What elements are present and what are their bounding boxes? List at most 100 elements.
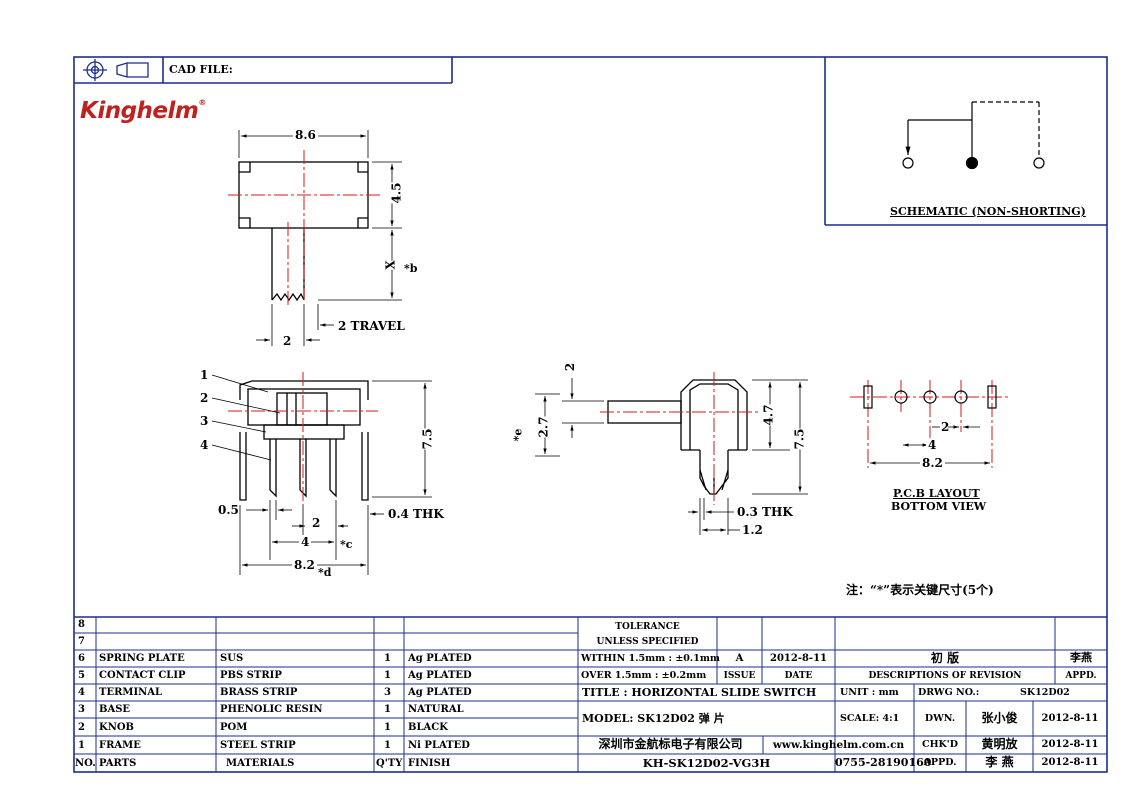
note-e: *e: [511, 428, 525, 442]
descriptions-label: DESCRIPTIONS OF REVISION: [868, 671, 1022, 681]
dim-side-thickness: 0.3 THK: [737, 505, 793, 519]
date-label: DATE: [784, 671, 813, 681]
company-phone: 0755-28190160: [835, 756, 932, 769]
revision-description: 初 版: [930, 651, 960, 665]
brand-logo: Kinghelm®: [80, 98, 206, 124]
cell-finish: BLACK: [408, 722, 448, 733]
pcb-subtitle: BOTTOM VIEW: [891, 500, 987, 513]
header-finish: FINISH: [408, 758, 451, 769]
cell-qty: 1: [384, 722, 391, 733]
cell-material: STEEL STRIP: [220, 740, 296, 751]
scale: SCALE: 4:1: [840, 713, 900, 724]
dim-travel: 2 TRAVEL: [338, 319, 405, 333]
dim-pcb-pitch: 2: [941, 420, 950, 434]
cell-no: 5: [78, 670, 85, 681]
cell-material: PBS STRIP: [220, 670, 282, 681]
sheet-frame: [73, 56, 1108, 773]
checked-date: 2012-8-11: [1041, 739, 1099, 750]
revision-approver: 李燕: [1070, 651, 1092, 664]
cell-material: PHENOLIC RESIN: [220, 704, 323, 715]
dim-lever-width: 2: [283, 334, 292, 348]
appd-label: APPD.: [1065, 671, 1097, 681]
parts-table-grid: [74, 617, 579, 772]
schematic-title: SCHEMATIC (NON-SHORTING): [890, 205, 1086, 218]
dim-front-height: 7.5: [420, 428, 435, 450]
dim-pcb-span-4: 4: [926, 438, 939, 452]
dim-pitch: 2: [312, 516, 321, 530]
header-materials: MATERIALS: [226, 758, 295, 769]
drawn-label: DWN.: [924, 713, 956, 724]
cell-no: 2: [78, 722, 85, 733]
drawing-number: SK12D02: [1020, 687, 1070, 698]
issue-label: ISSUE: [723, 671, 756, 681]
model: MODEL: SK12D02 弹 片: [582, 712, 725, 725]
dim-side-4-7: 4.7: [761, 404, 776, 426]
note-c: *c: [340, 538, 353, 551]
cell-finish: Ag PLATED: [408, 670, 472, 681]
issue-value: A: [735, 653, 744, 664]
cell-qty: 1: [384, 704, 391, 715]
cell-material: BRASS STRIP: [220, 687, 298, 698]
cell-qty: 1: [384, 670, 391, 681]
note-b: *b: [404, 262, 418, 275]
cell-part: FRAME: [99, 740, 141, 751]
drawn-date: 2012-8-11: [1041, 713, 1099, 724]
cell-part: SPRING PLATE: [99, 653, 185, 664]
checked-label: CHK'D: [922, 739, 958, 750]
dim-side-1-2: 1.2: [742, 523, 763, 537]
cell-part: BASE: [99, 704, 131, 715]
cell-no: 3: [78, 704, 85, 715]
dim-top-height: 4.5: [389, 182, 404, 204]
schematic-diagram: [902, 101, 1045, 170]
cad-file-label: CAD FILE:: [169, 63, 233, 76]
header-qty: Q'TY: [376, 758, 403, 769]
drawing-number-label: DRWG NO.:: [918, 687, 980, 698]
tolerance-heading: TOLERANCE: [615, 622, 680, 632]
drawing-title: TITLE : HORIZONTAL SLIDE SWITCH: [582, 686, 817, 699]
cell-finish: Ag PLATED: [408, 687, 472, 698]
cell-part: TERMINAL: [99, 687, 163, 698]
cell-finish: NATURAL: [408, 704, 464, 715]
header-parts: PARTS: [99, 758, 137, 769]
dim-lever-x: X: [383, 260, 398, 270]
cell-no: 6: [78, 653, 85, 664]
cell-no: 1: [78, 740, 85, 751]
top-view: [228, 130, 402, 346]
dim-span-4: 4: [299, 535, 312, 549]
cell-no: 7: [78, 636, 85, 647]
dim-top-width: 8.6: [293, 128, 318, 142]
cell-no: 8: [78, 619, 85, 630]
part-number: KH-SK12D02-VG3H: [642, 756, 771, 770]
drawn-name: 张小俊: [981, 711, 1018, 725]
cell-material: POM: [220, 722, 248, 733]
approved-date: 2012-8-11: [1041, 757, 1099, 768]
tolerance-subheading: UNLESS SPECIFIED: [596, 637, 699, 647]
checked-name: 黄明放: [981, 737, 1018, 751]
callout-3: 3: [200, 414, 209, 428]
approved-label: APPD.: [923, 757, 957, 768]
callout-4: 4: [200, 438, 209, 452]
tolerance-over: OVER 1.5mm : ±0.2mm: [581, 670, 707, 681]
company-website: www.kinghelm.com.cn: [772, 739, 905, 751]
dim-pin-width: 0.5: [218, 503, 239, 517]
cell-no: 4: [78, 687, 85, 698]
dim-side-7-5: 7.5: [792, 428, 807, 450]
cell-part: CONTACT CLIP: [99, 670, 186, 681]
callout-1: 1: [200, 368, 209, 382]
pcb-title: P.C.B LAYOUT: [893, 487, 980, 500]
cell-material: SUS: [220, 653, 244, 664]
front-view: [211, 372, 432, 575]
dim-thickness: 0.4 THK: [388, 507, 444, 521]
key-dimension-note: 注：“*”表示关键尺寸(5个): [846, 583, 994, 597]
cell-part: KNOB: [99, 722, 134, 733]
projection-symbol-icon: [83, 59, 149, 81]
issue-date: 2012-8-11: [769, 653, 827, 664]
title-block-grid: [578, 617, 1107, 772]
header-no: NO.: [75, 758, 96, 769]
cell-finish: Ni PLATED: [408, 740, 470, 751]
cell-qty: 1: [384, 653, 391, 664]
unit: UNIT : mm: [840, 687, 899, 698]
company-name: 深圳市金航标电子有限公司: [598, 737, 743, 751]
